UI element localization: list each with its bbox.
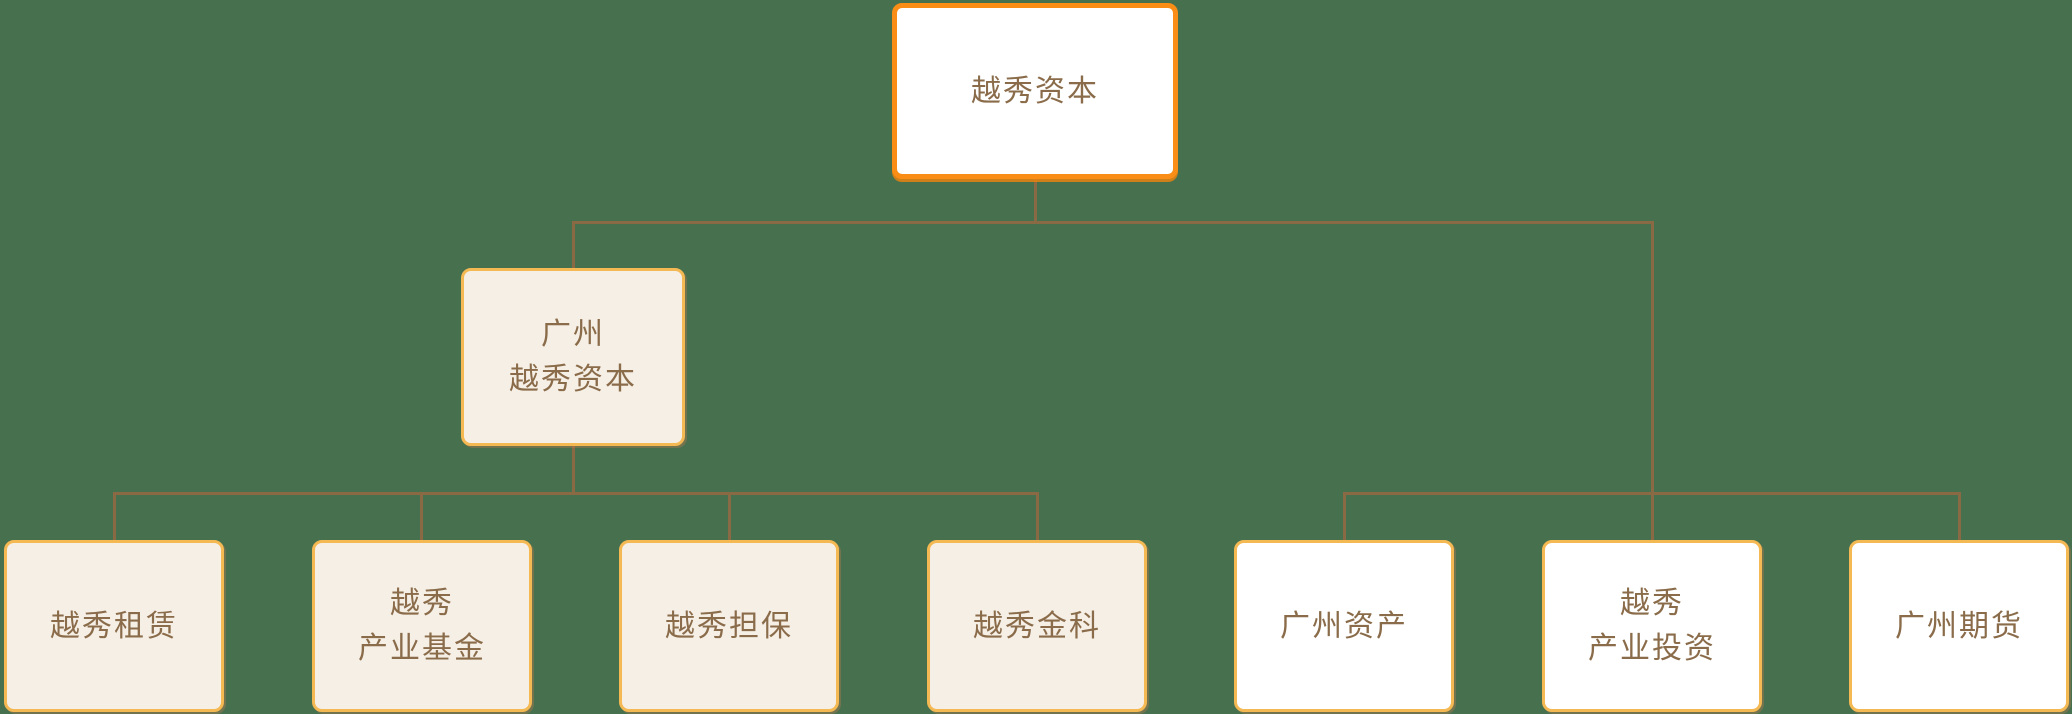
connector-guarantee-drop <box>728 492 731 541</box>
connector-root-down <box>1034 178 1037 223</box>
node-label-guangzhou-asset: 广州资产 <box>1280 609 1408 643</box>
org-node-guangzhou-yuexiu-capital[interactable]: 广州 越秀资本 <box>461 268 685 446</box>
org-node-yuexiu-fintech[interactable]: 越秀金科 <box>927 540 1147 712</box>
org-node-yuexiu-guarantee[interactable]: 越秀担保 <box>619 540 839 712</box>
node-label-yuexiu-industrial-investment: 越秀 产业投资 <box>1588 587 1716 665</box>
node-label-yuexiu-capital: 越秀资本 <box>971 74 1099 108</box>
connector-right-group-horizontal <box>1343 492 1961 495</box>
connector-fintech-drop <box>1036 492 1039 541</box>
connector-industrial-fund-drop <box>420 492 423 541</box>
node-label-yuexiu-fintech: 越秀金科 <box>973 609 1101 643</box>
connector-right-branch-vertical <box>1651 221 1654 541</box>
node-label-yuexiu-guarantee: 越秀担保 <box>665 609 793 643</box>
org-node-guangzhou-asset[interactable]: 广州资产 <box>1234 540 1454 712</box>
org-node-yuexiu-industrial-investment[interactable]: 越秀 产业投资 <box>1542 540 1762 712</box>
org-node-yuexiu-capital[interactable]: 越秀资本 <box>892 3 1178 179</box>
connector-left-group-horizontal <box>113 492 1039 495</box>
node-label-yuexiu-leasing: 越秀租赁 <box>50 609 178 643</box>
connector-gz-yuexiu-drop <box>572 221 575 269</box>
org-node-guangzhou-futures[interactable]: 广州期货 <box>1849 540 2069 712</box>
connector-guangzhou-futures-drop <box>1958 492 1961 541</box>
node-label-guangzhou-yuexiu-capital: 广州 越秀资本 <box>509 318 637 396</box>
org-node-yuexiu-industrial-fund[interactable]: 越秀 产业基金 <box>312 540 532 712</box>
org-node-yuexiu-leasing[interactable]: 越秀租赁 <box>4 540 224 712</box>
connector-gz-yuexiu-down <box>572 445 575 494</box>
node-label-guangzhou-futures: 广州期货 <box>1895 609 2023 643</box>
connector-level1-horizontal <box>572 221 1654 224</box>
connector-guangzhou-asset-drop <box>1343 492 1346 541</box>
connector-leasing-drop <box>113 492 116 541</box>
node-label-yuexiu-industrial-fund: 越秀 产业基金 <box>358 587 486 665</box>
